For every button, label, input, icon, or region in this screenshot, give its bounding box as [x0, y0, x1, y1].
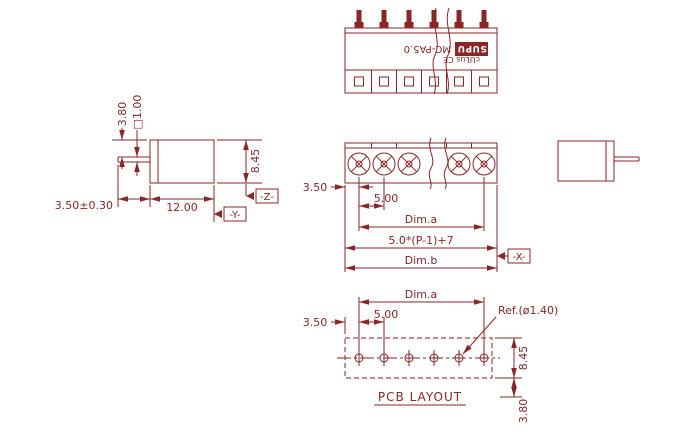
top-view: SUPU MC-PA5.0 cULus CE	[344, 7, 498, 95]
dim-pin-square: □1.00	[131, 95, 144, 176]
dim-b: Dim.b	[345, 254, 497, 271]
dim-pin-offset: 3.80	[112, 102, 147, 169]
dim-pitch-front-label: 5.00	[374, 192, 399, 205]
dim-a-pcb-label: Dim.a	[405, 288, 437, 301]
brand-logo-text: SUPU	[457, 43, 487, 53]
datum-x: -X-	[497, 248, 531, 264]
dim-body-height-label: 8.45	[249, 149, 262, 174]
pcb-layout: Dim.a 3.50 5.00 Ref.(ø1.40) 8.45 3.80	[303, 288, 559, 423]
dim-a-front-label: Dim.a	[405, 213, 437, 226]
dim-edge-to-pin-label: 3.50	[303, 181, 328, 194]
dim-pitch-front: 5.00	[359, 192, 399, 209]
certification-marks-text: cULus CE	[443, 55, 480, 64]
dim-row-height-label: 8.45	[517, 346, 530, 371]
datum-x-triangle-icon	[497, 252, 505, 260]
pcb-title-block: PCB LAYOUT	[374, 390, 466, 406]
front-view: 3.50 5.00 Dim.a 5.0*(P-1)+7 Dim.b -X-	[303, 137, 531, 272]
dim-pitch-pcb: 5.00	[359, 308, 399, 325]
datum-z-label: -Z-	[260, 192, 274, 203]
dim-edge-to-hole-label: 3.50	[303, 316, 328, 329]
dim-body-height: 8.45	[217, 139, 262, 184]
datum-x-label: -X-	[512, 252, 525, 263]
dim-formula: 5.0*(P-1)+7	[345, 234, 497, 251]
datum-z: -Z-	[245, 184, 279, 204]
dim-body-depth: 12.00	[150, 185, 215, 222]
dim-formula-label: 5.0*(P-1)+7	[388, 234, 453, 247]
dim-a-pcb: Dim.a	[359, 288, 484, 305]
top-view-pins	[354, 10, 489, 28]
dim-row-offset-label: 3.80	[517, 399, 530, 424]
pcb-holes	[354, 350, 489, 366]
pcb-extension-lines	[344, 297, 485, 351]
dim-row-offset: 3.80	[500, 378, 530, 423]
datum-y: -Y-	[214, 206, 247, 222]
front-view-break-lines	[428, 137, 449, 190]
model-number-text: MC-PA5.0	[404, 43, 451, 54]
dim-pin-length: 3.50±0.30	[55, 165, 151, 212]
hole-ref-label: Ref.(ø1.40)	[498, 304, 558, 317]
top-view-break-lines	[432, 7, 451, 95]
hole-ref-callout: Ref.(ø1.40)	[462, 304, 558, 355]
terminal-circles	[347, 152, 496, 176]
brand-logo-box	[455, 42, 488, 56]
dim-pin-square-label: □1.00	[131, 95, 144, 130]
left-side-view: 3.80 □1.00 8.45 3.50±0.30 12.00	[55, 95, 279, 222]
dim-b-label: Dim.b	[405, 254, 438, 267]
top-view-branding: SUPU MC-PA5.0 cULus CE	[404, 42, 488, 64]
left-view-pin	[117, 156, 150, 163]
right-side-view	[557, 140, 640, 182]
datum-z-triangle-icon	[246, 192, 254, 200]
pcb-layout-title: PCB LAYOUT	[378, 390, 462, 404]
top-view-pin-entry-section	[344, 69, 498, 94]
left-view-body	[149, 139, 215, 184]
dim-pin-offset-label: 3.80	[116, 102, 129, 127]
datum-y-label: -Y-	[230, 210, 241, 221]
dim-edge-to-pin: 3.50	[303, 181, 373, 194]
dim-a-front: Dim.a	[359, 213, 484, 230]
right-view-pin	[614, 156, 640, 162]
front-view-body	[344, 142, 498, 184]
datum-y-triangle-icon	[214, 210, 222, 218]
dim-pitch-pcb-label: 5.00	[374, 308, 399, 321]
dim-pin-length-label: 3.50±0.30	[55, 199, 113, 212]
front-view-partition-ticks	[371, 143, 472, 148]
dim-row-height: 8.45	[495, 337, 530, 379]
dim-body-depth-label: 12.00	[166, 201, 198, 214]
